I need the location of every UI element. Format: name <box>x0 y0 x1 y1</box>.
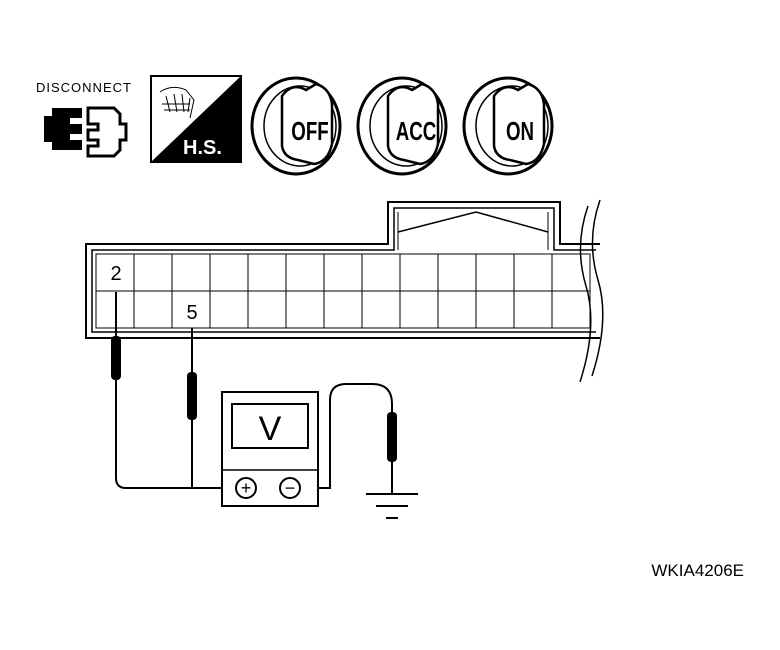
negative-terminal <box>279 477 301 499</box>
connector-cavity <box>475 253 515 292</box>
probe-handle-terminal-2 <box>111 336 121 380</box>
probe-wires <box>115 292 393 494</box>
connector-cavity <box>133 253 173 292</box>
connector-cavity <box>209 290 249 329</box>
connector-cavity <box>513 253 553 292</box>
figure-code: WKIA4206E <box>651 561 744 580</box>
probe-handles <box>111 336 397 462</box>
connector-cavity <box>437 253 477 292</box>
connector-cavity <box>285 253 325 292</box>
hs-icon: H.S. <box>150 75 242 163</box>
connector-cavity <box>323 290 363 329</box>
connector-cavity-grid <box>95 253 591 329</box>
voltmeter-display <box>231 403 309 449</box>
terminal-2-label: 2 <box>110 263 121 285</box>
ground-icon <box>366 493 418 519</box>
connector-cavity <box>475 290 515 329</box>
switch-on-icon: ON <box>462 76 554 176</box>
disconnect-label: DISCONNECT <box>36 80 132 95</box>
connector-cavity <box>285 290 325 329</box>
hs-label: H.S. <box>183 137 222 159</box>
voltmeter-label: V <box>259 410 282 448</box>
connector-cavity <box>133 290 173 329</box>
connector-cavity <box>361 290 401 329</box>
connector-cavity <box>399 253 439 292</box>
connector-cavity <box>551 290 591 329</box>
positive-terminal <box>235 477 257 499</box>
negative-symbol: − <box>285 478 296 498</box>
switch-acc-icon: ACC <box>356 76 448 176</box>
connector-cavity <box>171 253 211 292</box>
switch-off-icon: OFF <box>250 76 342 176</box>
switch-on-label: ON <box>506 116 534 146</box>
connector-cavity <box>437 290 477 329</box>
connector-cavity <box>399 290 439 329</box>
connector-cavity <box>323 253 363 292</box>
voltmeter: V + − <box>221 391 319 507</box>
terminal-5-label: 5 <box>186 302 197 324</box>
connector-cavity <box>551 253 591 292</box>
positive-symbol: + <box>241 478 252 498</box>
switch-off-label: OFF <box>291 116 328 146</box>
connector-cavity <box>247 253 287 292</box>
switch-acc-label: ACC <box>396 116 437 146</box>
connector-cavity <box>513 290 553 329</box>
harness-connector: 2 5 <box>85 199 604 383</box>
disconnect-icon: DISCONNECT <box>36 80 132 158</box>
connector-cavity <box>247 290 287 329</box>
probe-handle-ground <box>387 412 397 462</box>
connector-cavity <box>209 253 249 292</box>
connector-cavity <box>361 253 401 292</box>
probe-handle-terminal-5 <box>187 372 197 420</box>
